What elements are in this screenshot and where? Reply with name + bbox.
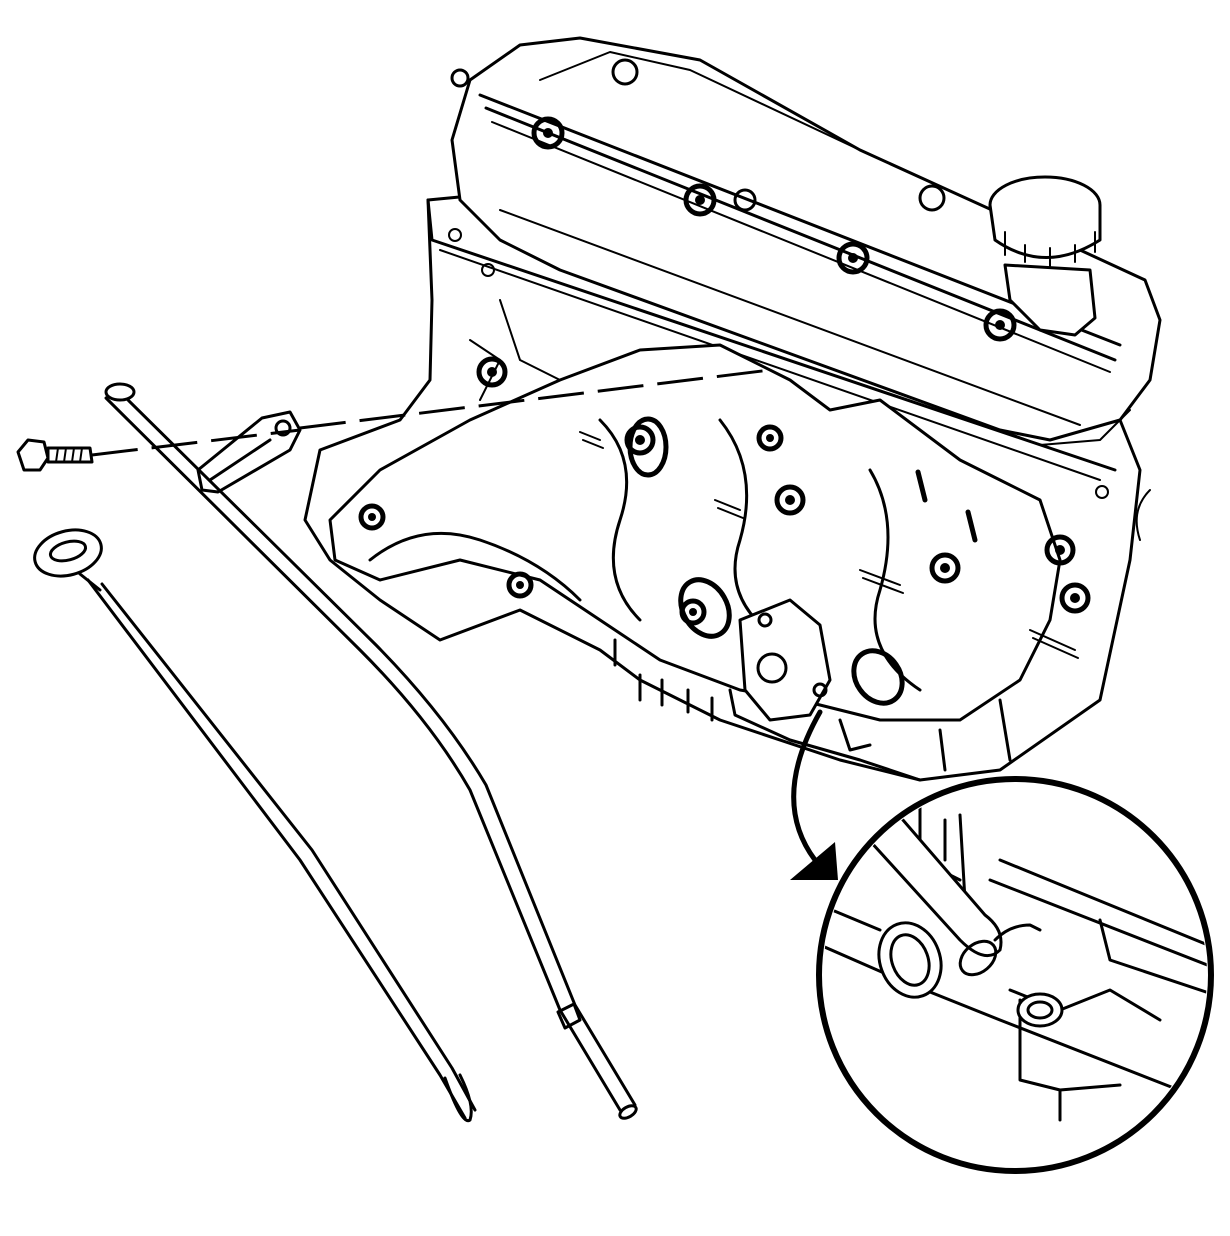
arrowhead bbox=[790, 842, 838, 880]
lower-block bbox=[613, 489, 1151, 782]
tube-bracket-bolt bbox=[16, 368, 771, 494]
callout-pointer-arrow bbox=[791, 709, 823, 863]
bolt-alignment-line bbox=[91, 428, 301, 457]
exhaust-manifold bbox=[328, 299, 1091, 722]
manifold-bolts bbox=[358, 356, 1091, 626]
valve-cover-bolts bbox=[450, 58, 1017, 342]
oil-level-indicator-tube bbox=[104, 382, 638, 1120]
oil-filler-cap bbox=[988, 175, 1102, 337]
exhaust-flange bbox=[738, 598, 832, 722]
engine-assembly bbox=[303, 36, 1162, 782]
tube-bracket bbox=[196, 410, 302, 494]
detail-callout bbox=[790, 709, 1214, 1174]
detail-oil-pan-view bbox=[823, 798, 1207, 1122]
valve-cover bbox=[450, 36, 1162, 446]
bracket-alignment-line bbox=[299, 368, 771, 430]
bolt bbox=[16, 438, 94, 472]
oil-level-indicator bbox=[33, 528, 477, 1123]
